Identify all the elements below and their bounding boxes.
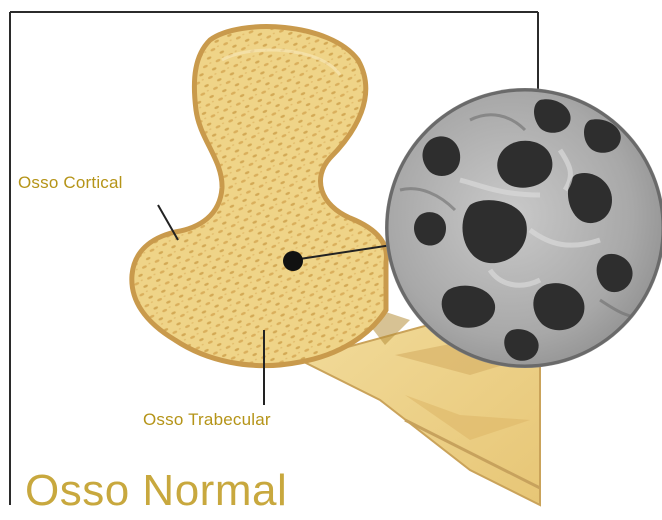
trabecular-bone-label: Osso Trabecular [143,410,271,430]
cortical-bone-label: Osso Cortical [18,173,123,193]
zoom-point [283,251,303,271]
diagram-title: Osso Normal [25,466,287,516]
bone-cortex [132,27,387,366]
bone-head [132,27,387,366]
